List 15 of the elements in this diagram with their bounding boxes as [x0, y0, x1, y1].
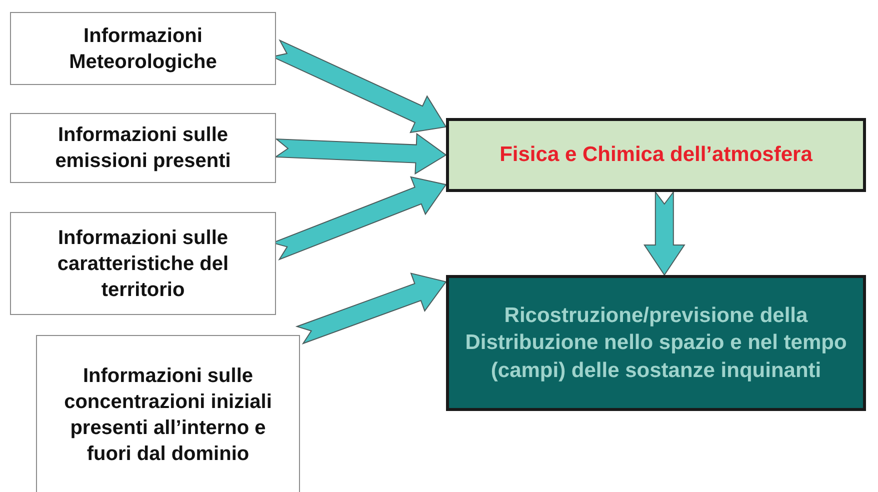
box-label: Informazioni sulle concentrazioni iniziali presenti all’interno e fuori dal dominio: [63, 364, 273, 467]
input-box: [10, 113, 276, 183]
box-label: Informazioni sulle caratteristiche del territorio: [56, 226, 230, 302]
box-label: Informazioni sulle emissioni presenti: [54, 123, 232, 174]
input-box: [10, 12, 276, 85]
block-arrow: [295, 272, 447, 344]
box-label: Ricostruzione/previsione della Distribuzione nello spazio e nel tempo (campi) delle sostanze inquinanti: [464, 303, 848, 384]
input-box: [10, 212, 276, 315]
process-box: [446, 118, 866, 192]
block-arrow: [274, 132, 447, 175]
block-arrow: [643, 190, 686, 276]
input-box: [36, 335, 300, 492]
result-box: [446, 275, 866, 411]
box-label: Fisica e Chimica dell’atmosfera: [500, 142, 812, 168]
box-label: Informazioni Meteorologiche: [68, 24, 218, 74]
